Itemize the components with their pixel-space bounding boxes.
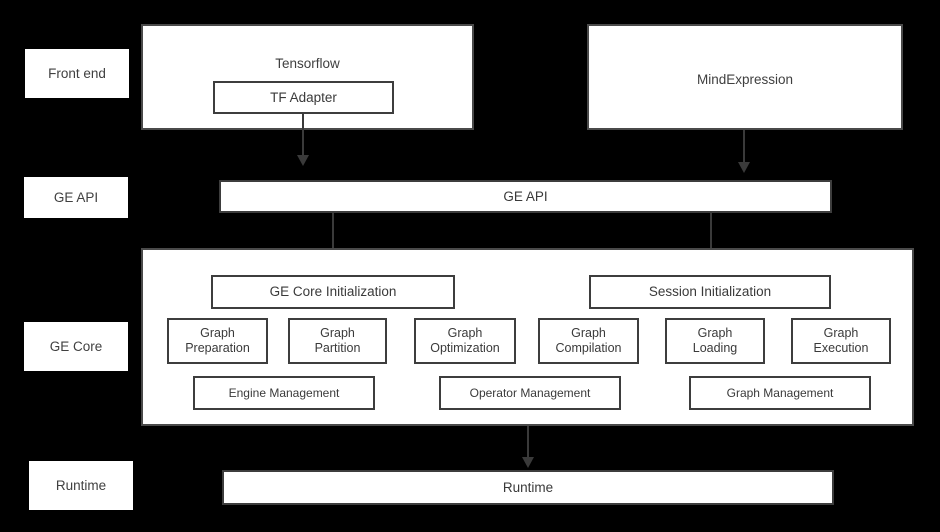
graph-management-label: Graph Management — [726, 385, 834, 400]
tensorflow-panel[interactable]: Tensorflow — [141, 24, 474, 130]
ge-core-initialization-box[interactable]: GE Core Initialization — [211, 275, 455, 309]
connector-ge-core-to-runtime-arrowhead — [522, 457, 534, 468]
ge-api-bar-label: GE API — [503, 188, 548, 204]
connector-tf-adapter-to-ge-api-arrowhead — [297, 155, 309, 166]
operator-management-label: Operator Management — [469, 385, 591, 400]
graph-optimization-box[interactable]: Graph Optimization — [414, 318, 516, 364]
side-label-ge-api-text: GE API — [53, 189, 99, 205]
connector-mindexpression-to-ge-api-arrowhead — [738, 162, 750, 173]
graph-loading-label: Graph Loading — [692, 326, 738, 355]
graph-compilation-box[interactable]: Graph Compilation — [538, 318, 639, 364]
engine-management-label: Engine Management — [228, 385, 340, 400]
runtime-bar[interactable]: Runtime — [222, 470, 834, 505]
graph-execution-box[interactable]: Graph Execution — [791, 318, 891, 364]
operator-management-box[interactable]: Operator Management — [439, 376, 621, 410]
side-label-front-end-text: Front end — [48, 65, 106, 81]
ge-core-initialization-label: GE Core Initialization — [269, 284, 397, 300]
graph-compilation-label: Graph Compilation — [555, 326, 622, 355]
connector-tf-adapter-to-ge-api-line — [302, 113, 304, 157]
graph-preparation-label: Graph Preparation — [185, 326, 250, 355]
side-label-front-end: Front end — [25, 49, 129, 98]
graph-partition-box[interactable]: Graph Partition — [288, 318, 387, 364]
mindexpression-panel-title: MindExpression — [696, 72, 794, 87]
tensorflow-panel-title: Tensorflow — [275, 56, 340, 71]
graph-preparation-box[interactable]: Graph Preparation — [167, 318, 268, 364]
ge-api-bar[interactable]: GE API — [219, 180, 832, 213]
tf-adapter-label: TF Adapter — [270, 89, 337, 105]
connector-ge-api-to-core-init-line — [332, 213, 334, 265]
graph-loading-box[interactable]: Graph Loading — [665, 318, 765, 364]
session-initialization-box[interactable]: Session Initialization — [589, 275, 831, 309]
graph-execution-label: Graph Execution — [813, 326, 869, 355]
side-label-ge-api: GE API — [24, 177, 128, 218]
session-initialization-label: Session Initialization — [648, 284, 772, 300]
engine-management-box[interactable]: Engine Management — [193, 376, 375, 410]
mindexpression-panel[interactable]: MindExpression — [587, 24, 903, 130]
side-label-ge-core-text: GE Core — [49, 338, 103, 354]
runtime-bar-label: Runtime — [502, 479, 554, 495]
graph-partition-label: Graph Partition — [314, 326, 361, 355]
graph-optimization-label: Graph Optimization — [430, 326, 500, 355]
side-label-ge-core: GE Core — [24, 322, 128, 371]
connector-ge-core-to-runtime-line — [527, 426, 529, 459]
side-label-runtime: Runtime — [29, 461, 133, 510]
side-label-runtime-text: Runtime — [55, 477, 107, 493]
graph-management-box[interactable]: Graph Management — [689, 376, 871, 410]
connector-mindexpression-to-ge-api-line — [743, 130, 745, 164]
connector-ge-api-to-session-init-line — [710, 213, 712, 265]
tf-adapter-box[interactable]: TF Adapter — [213, 81, 394, 114]
